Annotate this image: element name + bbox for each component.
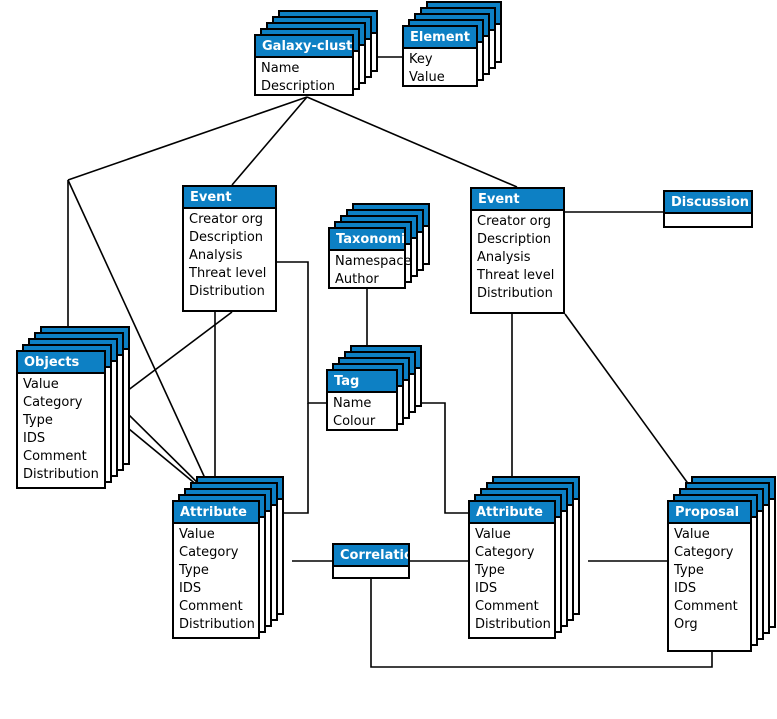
class-attribute: Value [475,527,511,542]
class-attribute: Author [335,272,379,287]
class-attribute: IDS [674,581,697,596]
class-attribute: IDS [179,581,202,596]
class-attribute: Value [23,377,59,392]
class-attribute: Comment [179,599,243,614]
class-title-objects: Objects [18,352,104,374]
class-attribute: Threat level [477,268,555,283]
class-attribute: Creator org [189,212,263,227]
class-attribute: Distribution [23,467,99,482]
class-attribute: Description [261,79,336,94]
class-attribute: Namespace [335,254,412,269]
class-attribute: IDS [475,581,498,596]
class-attribute: Creator org [477,214,551,229]
class-attribute: IDS [23,431,46,446]
class-attribute: Analysis [189,248,243,263]
class-title-proposal: Proposal [669,502,750,524]
class-attribute: Comment [674,599,738,614]
class-attribute: Key [409,52,433,67]
class-card-galaxy-cluster[interactable]: Galaxy-clusterNameDescription [254,34,354,96]
class-attribute: Distribution [179,617,255,632]
class-card-correlation[interactable]: Correlation [332,543,410,579]
class-attribute: Comment [475,599,539,614]
class-title-event-right: Event [472,189,563,211]
class-title-tag: Tag [328,371,396,393]
class-attribute: Description [189,230,264,245]
class-node-discussion[interactable]: Discussion [663,190,753,228]
class-title-discussion: Discussion [665,192,751,214]
class-attribute: Description [477,232,552,247]
class-title-event-left: Event [184,187,275,209]
class-attributes-discussion [665,214,751,228]
class-attribute: Distribution [477,286,553,301]
class-attribute: Type [179,563,209,578]
class-title-correlation: Correlation [334,545,408,567]
class-attribute: Threat level [189,266,267,281]
class-attribute: Type [674,563,704,578]
class-attribute: Value [409,70,445,85]
class-attribute: Distribution [189,284,265,299]
class-node-galaxy-cluster[interactable]: Galaxy-clusterNameDescription [254,10,378,96]
class-attribute: Category [475,545,535,560]
class-title-attribute-left: Attribute [174,502,258,524]
class-attribute: Distribution [475,617,551,632]
class-attributes-correlation [334,567,408,581]
class-attribute: Colour [333,414,376,429]
class-attribute: Category [23,395,83,410]
class-attribute: Value [674,527,710,542]
class-attribute: Category [179,545,239,560]
class-attribute: Type [23,413,53,428]
class-attribute: Name [333,396,372,411]
class-attribute: Name [261,61,300,76]
class-title-galaxy-cluster: Galaxy-cluster [256,36,352,58]
class-title-taxonomies: Taxonomies [330,229,404,251]
class-attribute: Analysis [477,250,531,265]
class-attribute: Comment [23,449,87,464]
class-title-element: Element [404,27,476,49]
class-title-attribute-mid: Attribute [470,502,554,524]
class-node-taxonomies[interactable]: TaxonomiesNamespaceAuthor [328,203,430,289]
class-card-taxonomies[interactable]: TaxonomiesNamespaceAuthor [328,227,412,289]
class-attribute: Type [475,563,505,578]
class-attribute: Value [179,527,215,542]
class-card-discussion[interactable]: Discussion [663,190,753,228]
class-attribute: Org [674,617,698,632]
class-attribute: Category [674,545,734,560]
class-node-correlation[interactable]: Correlation [332,543,410,579]
